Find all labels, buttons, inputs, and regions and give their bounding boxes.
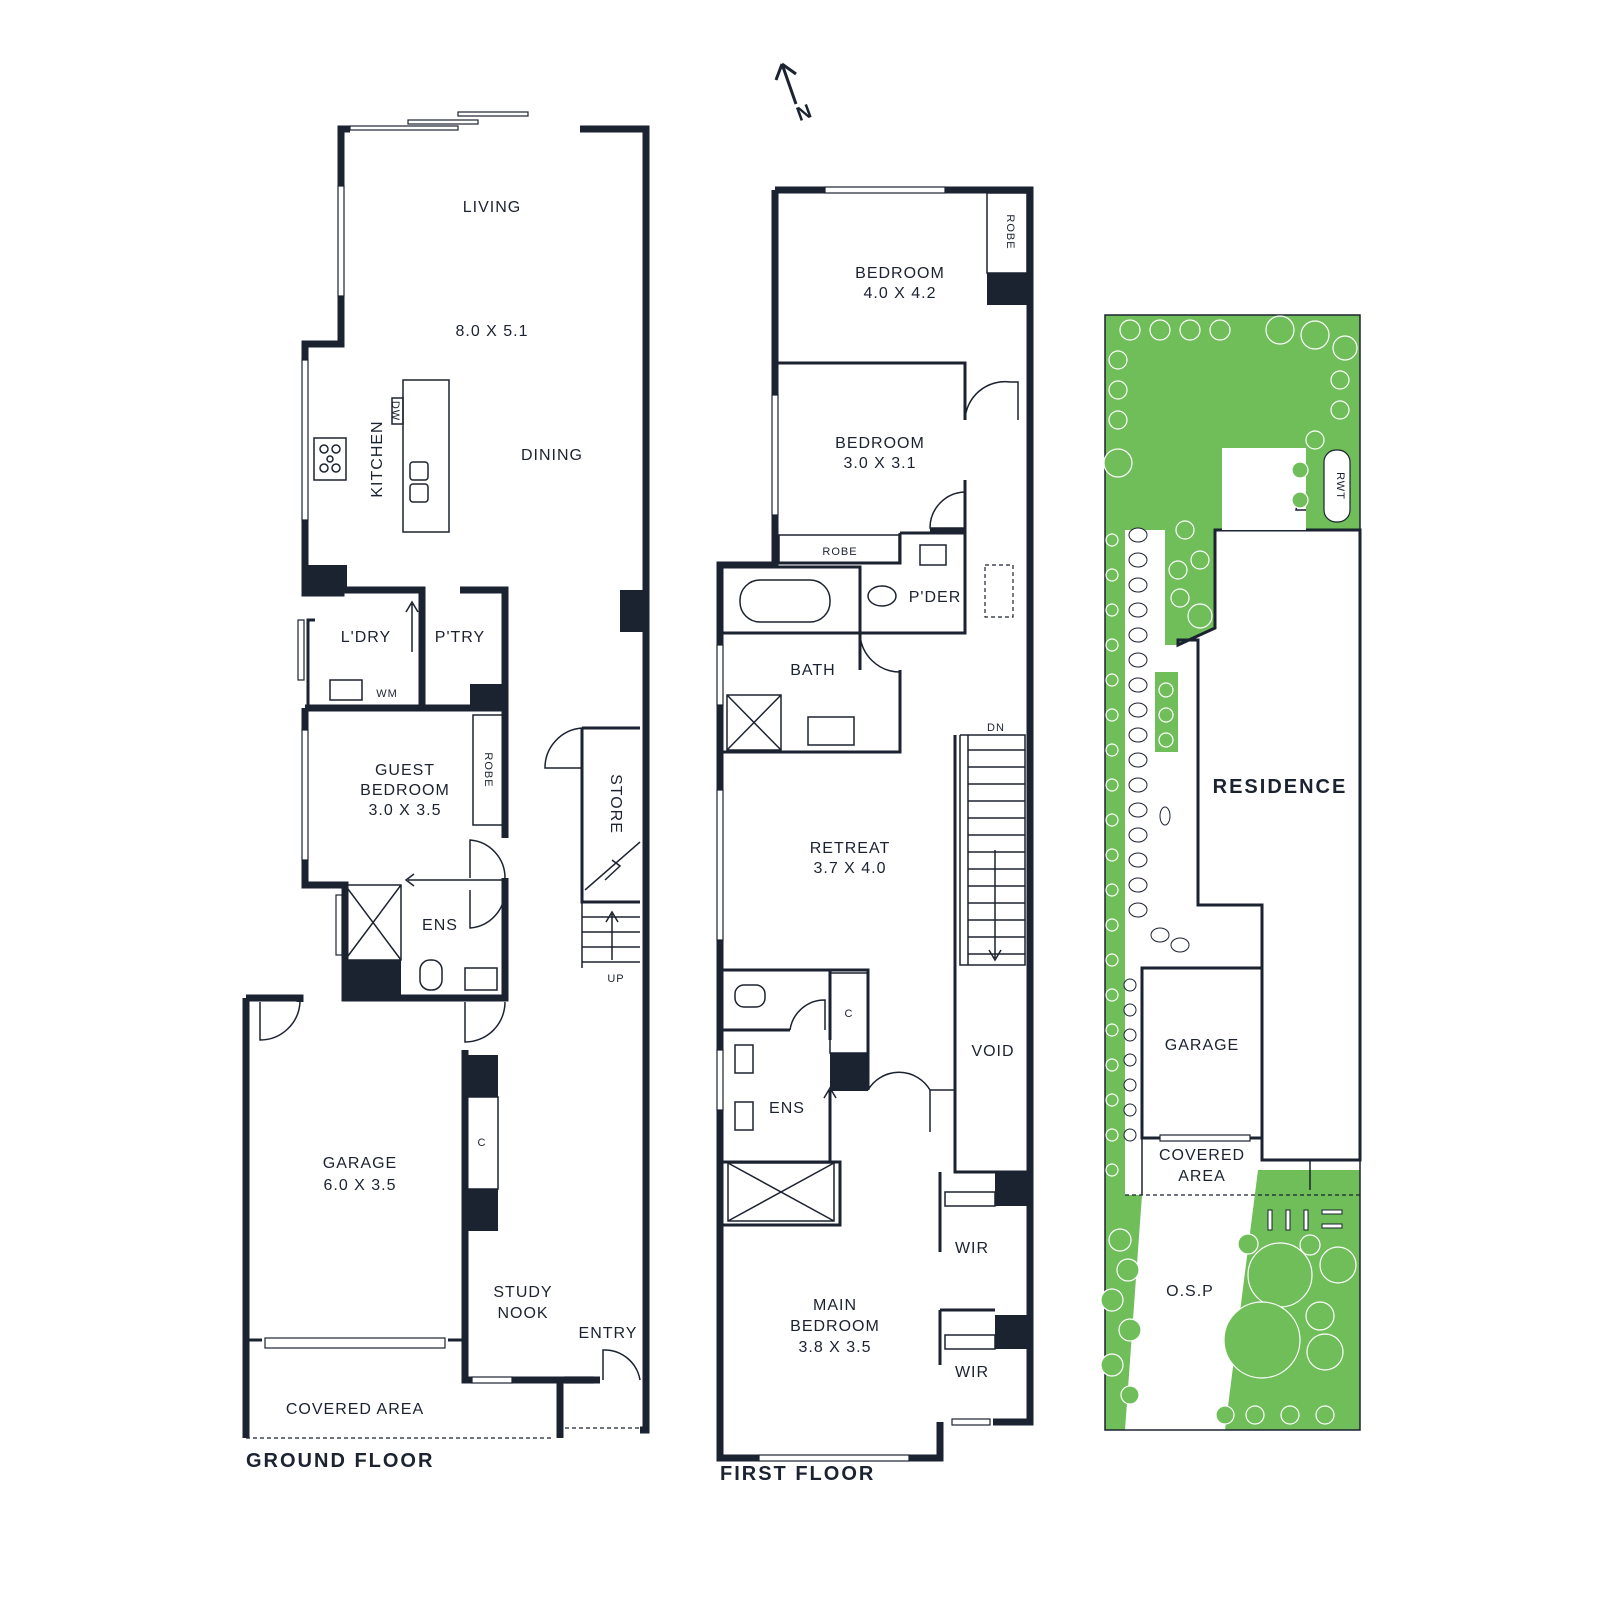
cupboard-label-ff: C — [845, 1008, 854, 1020]
window — [824, 186, 946, 194]
room-label-dining: DINING — [521, 447, 583, 464]
room-label-bedroom1: BEDROOM — [855, 265, 945, 282]
room-label-main-bedroom: BEDROOM — [790, 1318, 880, 1335]
window — [335, 894, 343, 956]
bathtub-icon — [739, 579, 831, 623]
room-label-store: STORE — [607, 774, 624, 834]
window — [301, 359, 309, 521]
laundry-sink-icon — [329, 679, 363, 701]
room-label-living: LIVING — [463, 199, 521, 216]
label-site-covered: COVERED — [1159, 1147, 1245, 1164]
ground-floor-title: GROUND FLOOR — [246, 1450, 434, 1472]
label-rwt: RWT — [1334, 472, 1346, 500]
arrow-up-icon — [605, 910, 619, 960]
label-residence: RESIDENCE — [1213, 776, 1348, 798]
window — [716, 1049, 724, 1111]
room-dims-main: 3.8 X 3.5 — [798, 1339, 871, 1356]
arrow-down-icon — [988, 850, 1002, 962]
north-label: N — [794, 100, 817, 126]
window — [758, 1454, 910, 1462]
first-floor-title: FIRST FLOOR — [720, 1463, 875, 1485]
toilet-icon — [419, 959, 443, 991]
room-label-pantry: P'TRY — [435, 629, 485, 646]
dishwasher — [391, 397, 404, 425]
garage-door — [1159, 1134, 1251, 1142]
window — [457, 111, 529, 117]
basin-icon — [734, 1101, 754, 1131]
room-label-ens: ENS — [422, 917, 458, 934]
room-label-guest: GUEST — [375, 762, 435, 779]
window — [349, 125, 459, 131]
room-label-void: VOID — [971, 1043, 1014, 1060]
garage-door — [264, 1337, 446, 1349]
toilet-icon — [867, 585, 897, 607]
arrow-left-icon — [404, 873, 505, 887]
window — [301, 729, 309, 861]
room-label-entry: ENTRY — [579, 1325, 638, 1342]
ground-floor-plan — [242, 111, 650, 1439]
room-dims-garage: 6.0 X 3.5 — [323, 1177, 396, 1194]
window — [471, 1376, 513, 1384]
room-label-laundry: L'DRY — [341, 629, 391, 646]
room-label-guest-bedroom: BEDROOM — [360, 782, 450, 799]
robe-label: ROBE — [482, 752, 494, 787]
arrow-up-icon — [405, 600, 419, 652]
room-dims-retreat: 3.7 X 4.0 — [813, 860, 886, 877]
label-site-area: AREA — [1178, 1168, 1226, 1185]
toilet-icon — [734, 984, 766, 1008]
room-label-garage: GARAGE — [323, 1155, 397, 1172]
window — [951, 1418, 991, 1426]
cooktop-icon — [313, 437, 347, 481]
shower — [726, 694, 782, 751]
cupboard-label: C — [478, 1137, 487, 1149]
shower — [727, 1162, 835, 1222]
vanity-icon — [464, 967, 498, 991]
arrow-up-icon — [823, 1086, 837, 1112]
window — [407, 119, 479, 125]
room-label-bedroom2: BEDROOM — [835, 435, 925, 452]
window — [716, 644, 724, 706]
rainwater-tank-icon — [1323, 449, 1351, 523]
room-label-wir2: WIR — [955, 1364, 989, 1381]
room-label-retreat: RETREAT — [810, 840, 890, 857]
robe-label-2: ROBE — [822, 546, 857, 558]
room-label-ens-ff: ENS — [769, 1100, 805, 1117]
room-label-wir1: WIR — [955, 1240, 989, 1257]
room-dims-bedroom1: 4.0 X 4.2 — [863, 285, 936, 302]
room-dims-living: 8.0 X 5.1 — [455, 323, 528, 340]
room-label-powder: P'DER — [909, 589, 962, 606]
first-floor-plan — [716, 186, 1034, 1462]
stair-label-up: UP — [607, 973, 624, 985]
appliance-label-wm: WM — [376, 688, 398, 700]
door-swing — [469, 839, 506, 879]
window — [297, 619, 305, 681]
label-site-garage: GARAGE — [1165, 1037, 1239, 1054]
robe-label-1: ROBE — [1004, 214, 1016, 249]
site-plan — [1100, 314, 1362, 1431]
room-label-study: STUDY — [493, 1284, 552, 1301]
room-label-kitchen: KITCHEN — [369, 420, 386, 497]
stair-label-dn: DN — [987, 722, 1005, 734]
room-dims-guest: 3.0 X 3.5 — [368, 802, 441, 819]
basin-icon — [734, 1044, 754, 1074]
appliance-label-dw: DW — [389, 401, 401, 421]
vanity-icon — [807, 716, 855, 746]
window — [771, 394, 779, 516]
robe-2 — [778, 534, 900, 564]
area-label-covered: COVERED AREA — [286, 1401, 424, 1418]
guest-robe — [472, 714, 506, 826]
north-arrow-icon: N — [774, 62, 817, 126]
room-dims-bedroom2: 3.0 X 3.1 — [843, 455, 916, 472]
room-label-main: MAIN — [813, 1297, 857, 1314]
room-label-nook: NOOK — [497, 1305, 548, 1322]
label-osp: O.S.P — [1166, 1283, 1214, 1300]
room-label-bath: BATH — [790, 662, 835, 679]
door-swing — [469, 889, 506, 929]
window — [716, 789, 724, 941]
window — [337, 185, 345, 297]
tree-icon — [1100, 315, 1358, 1425]
kitchen-island — [402, 379, 450, 533]
